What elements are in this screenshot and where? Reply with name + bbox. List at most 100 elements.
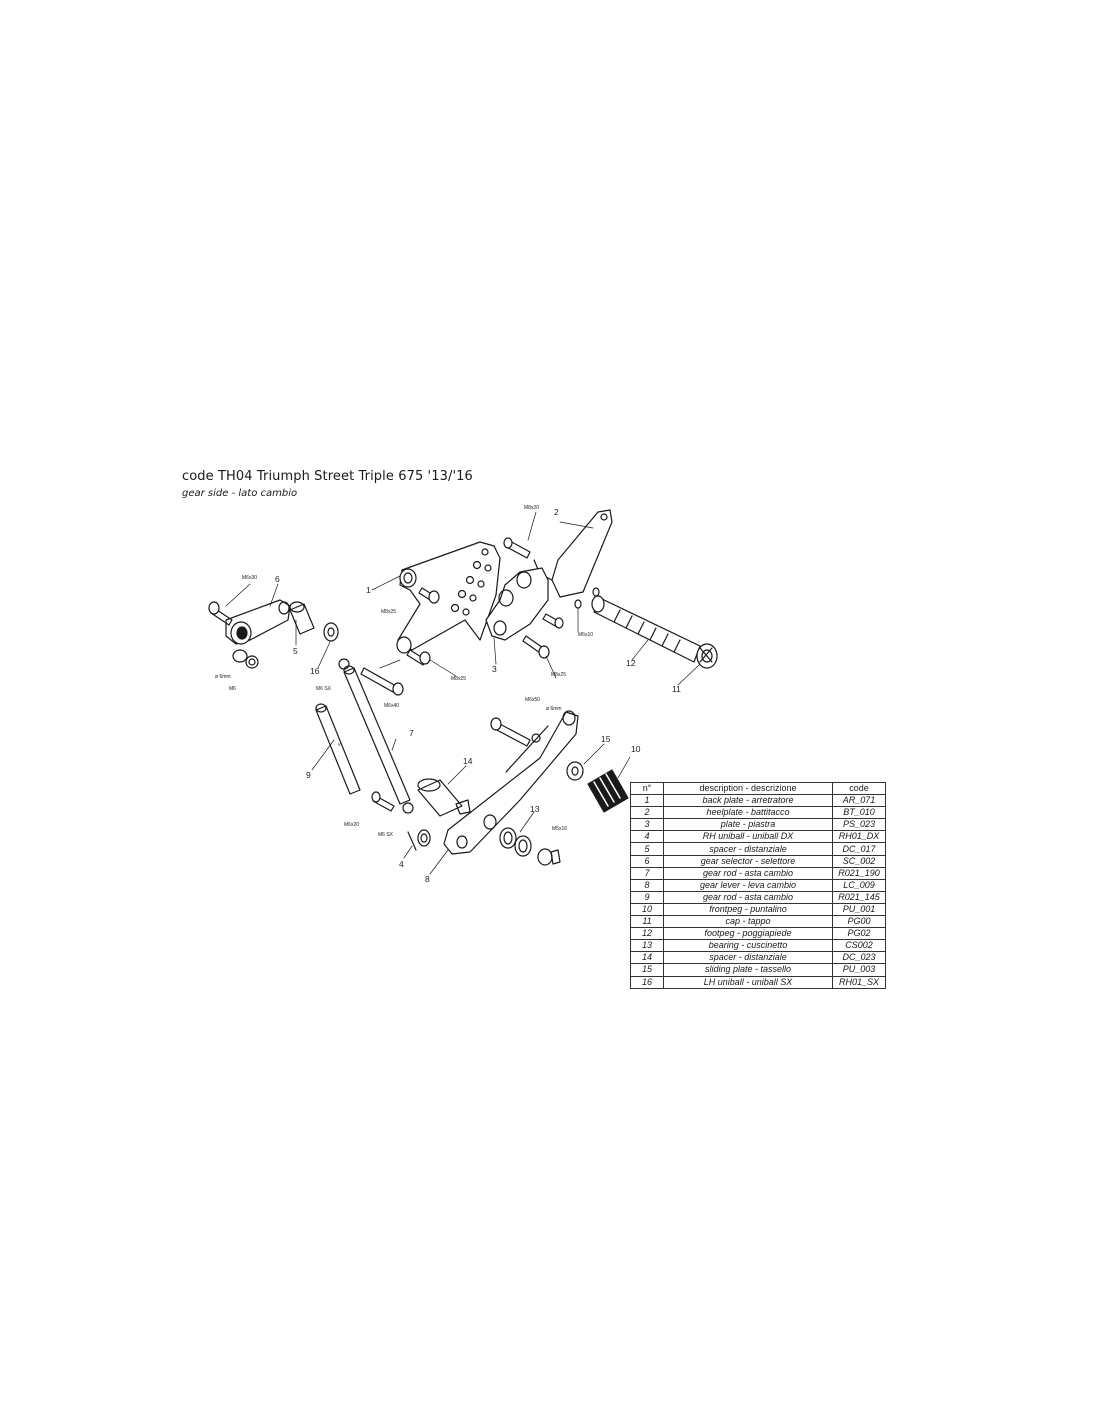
part-description: bearing - cuscinetto	[663, 939, 833, 953]
part-number: 2	[630, 806, 664, 820]
frontpeg-part	[587, 769, 629, 813]
part-code: AR_071	[832, 794, 886, 808]
part-description: gear lever - leva cambio	[663, 878, 833, 892]
bolt-m5x16	[537, 848, 561, 866]
part-code: SC_002	[832, 854, 886, 868]
part-description: gear rod - asta cambio	[663, 866, 833, 880]
callout-7: 7	[409, 728, 414, 738]
fastener-spec-labels: M6x30 M8x20 M8x25 M8x25 M8x25 M6x10 M6x4…	[215, 505, 593, 838]
part-number: 3	[630, 818, 664, 832]
footpeg-part	[591, 595, 701, 663]
spec-d6mm-b: ø 6mm	[546, 706, 562, 712]
selector-washers	[232, 649, 259, 669]
part-description: plate - piastra	[663, 818, 833, 832]
callout-16: 16	[310, 666, 320, 676]
header-number: n°	[630, 781, 664, 796]
cap-part	[696, 643, 718, 669]
part-number: 12	[630, 927, 664, 941]
spec-m6x30: M6x30	[242, 575, 257, 581]
part-description: footpeg - poggiapiede	[663, 927, 833, 941]
callout-10: 10	[631, 744, 641, 754]
part-number: 9	[630, 890, 664, 904]
part-description: heelplate - battitacco	[663, 806, 833, 820]
bolt-m6x40	[360, 667, 404, 696]
spec-rod-mark: v	[338, 742, 341, 748]
rh-uniball-part	[402, 802, 431, 851]
part-number: 5	[630, 842, 664, 856]
part-description: sliding plate - tassello	[663, 963, 833, 977]
spec-m6x40: M6x40	[384, 703, 399, 709]
leader-lines	[225, 511, 701, 875]
part-number: 1	[630, 794, 664, 808]
bolt-m6x20	[371, 791, 395, 812]
spec-m6x10: M6x10	[578, 632, 593, 638]
spec-m6: M6	[229, 686, 236, 692]
part-number: 14	[630, 951, 664, 965]
part-code: PS_023	[832, 818, 886, 832]
callout-1: 1	[366, 585, 371, 595]
part-number: 16	[630, 975, 664, 989]
part-code: DC_017	[832, 842, 886, 856]
gear-rod-short-part	[315, 703, 361, 795]
part-code: R021_190	[832, 866, 886, 880]
part-code: LC_009	[832, 878, 886, 892]
callout-9: 9	[306, 770, 311, 780]
part-code: PG00	[832, 915, 886, 929]
gear-lever-part	[443, 710, 579, 855]
part-number: 8	[630, 878, 664, 892]
spec-m6x20: M6x20	[344, 822, 359, 828]
part-number: 15	[630, 963, 664, 977]
spec-m8x25-b: M8x25	[451, 676, 466, 682]
diagram-subtitle: gear side - lato cambio	[182, 488, 298, 499]
part-code: BT_010	[832, 806, 886, 820]
spec-m6sx-a: M6 SX	[316, 686, 332, 692]
part-code: R021_145	[832, 890, 886, 904]
callout-15: 15	[601, 734, 611, 744]
callout-4: 4	[399, 859, 404, 869]
part-code: PU_001	[832, 902, 886, 917]
sliding-plate-part	[566, 761, 584, 781]
part-number: 7	[630, 866, 664, 880]
part-description: gear selector - selettore	[663, 854, 833, 868]
callout-5: 5	[293, 646, 298, 656]
spacer-part-14	[417, 778, 471, 817]
part-number: 4	[630, 830, 664, 844]
callout-2: 2	[554, 507, 559, 517]
spec-m6x50: M6x50	[525, 697, 540, 703]
part-number: 6	[630, 854, 664, 868]
part-description: gear rod - asta cambio	[663, 890, 833, 904]
part-description: LH uniball - uniball SX	[663, 975, 833, 989]
part-description: spacer - distanziale	[663, 842, 833, 856]
spec-m6sx-b: M6 SX	[378, 832, 394, 838]
part-code: DC_023	[832, 951, 886, 965]
header-description: description - descrizione	[663, 781, 833, 796]
bearing-part	[499, 827, 532, 857]
lh-uniball-part	[323, 622, 350, 670]
part-code: PU_003	[832, 963, 886, 977]
spec-m8x25-a: M8x25	[381, 609, 396, 615]
part-description: RH uniball - uniball DX	[663, 830, 833, 844]
callout-12: 12	[626, 658, 636, 668]
part-number: 11	[630, 915, 664, 929]
callout-3: 3	[492, 664, 497, 674]
spec-d6mm-a: ø 6mm	[215, 674, 231, 680]
part-description: cap - tappo	[663, 915, 833, 929]
part-code: RH01_SX	[832, 975, 886, 989]
part-number: 13	[630, 939, 664, 953]
spec-m8x20-top: M8x20	[524, 505, 539, 511]
part-number: 10	[630, 902, 664, 917]
parts-table-header: n° description - descrizione code	[630, 781, 886, 796]
